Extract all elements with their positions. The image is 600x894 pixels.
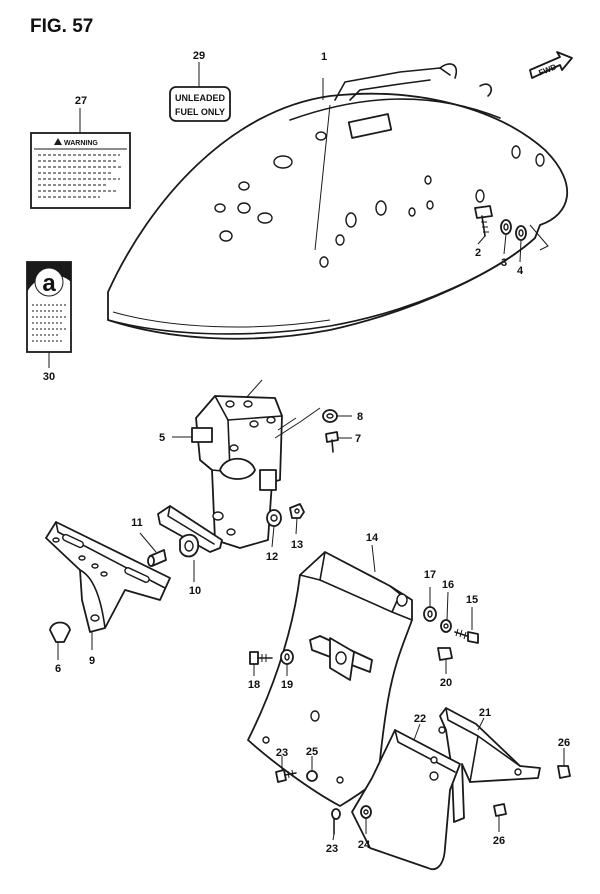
bracket-bolt-nut xyxy=(274,407,352,453)
unleaded-text: UNLEADED xyxy=(175,93,226,103)
callout-9: 9 xyxy=(89,655,95,667)
flap-bracket-left xyxy=(351,723,461,870)
flap-bracket-right xyxy=(438,707,541,823)
callout-16: 16 xyxy=(442,579,454,591)
callout-27: 27 xyxy=(75,95,87,107)
callout-17: 17 xyxy=(424,569,436,581)
callout-14: 14 xyxy=(366,532,379,544)
flap-bolts xyxy=(249,647,453,676)
callout-1: 1 xyxy=(321,51,327,63)
flap-hardware xyxy=(423,587,479,644)
callout-24: 24 xyxy=(358,839,371,851)
callout-30: 30 xyxy=(43,371,55,383)
fuel-only-text: FUEL ONLY xyxy=(175,107,225,117)
rubber-cushion xyxy=(49,621,71,660)
unleaded-fuel-label: UNLEADED FUEL ONLY xyxy=(169,62,231,122)
callout-12: 12 xyxy=(266,551,278,563)
info-label: a xyxy=(26,261,72,368)
plate-stay xyxy=(139,505,223,582)
callout-15: 15 xyxy=(466,594,478,606)
license-bracket xyxy=(45,521,171,650)
callout-8: 8 xyxy=(357,411,363,423)
callout-20: 20 xyxy=(440,677,452,689)
callout-21: 21 xyxy=(479,707,491,719)
warning-label: WARNING xyxy=(30,108,131,209)
figure-title: FIG. 57 xyxy=(30,16,93,37)
callout-18: 18 xyxy=(248,679,260,691)
callout-19: 19 xyxy=(281,679,293,691)
callout-29: 29 xyxy=(193,50,205,62)
callout-5: 5 xyxy=(159,432,165,444)
callout-22: 22 xyxy=(414,713,426,725)
callout-23a: 23 xyxy=(276,747,288,759)
fender-bracket xyxy=(172,379,283,549)
callout-6: 6 xyxy=(55,663,61,675)
flap-fasteners xyxy=(275,748,571,841)
callout-2: 2 xyxy=(475,247,481,259)
callout-13: 13 xyxy=(291,539,303,551)
info-letter-icon: a xyxy=(42,270,56,297)
fender-flap xyxy=(247,544,413,807)
callout-10: 10 xyxy=(189,585,201,597)
callout-3: 3 xyxy=(501,257,507,269)
warning-triangle-icon xyxy=(54,138,62,145)
callout-4: 4 xyxy=(517,265,524,277)
callout-11: 11 xyxy=(131,517,143,529)
callout-26b: 26 xyxy=(493,835,505,847)
forward-arrow: FWD xyxy=(529,51,573,79)
fender-bolt-set xyxy=(474,205,527,263)
callout-26a: 26 xyxy=(558,737,570,749)
callout-7: 7 xyxy=(355,433,361,445)
warning-title: WARNING xyxy=(64,140,98,147)
callout-25: 25 xyxy=(306,746,318,758)
rear-fender xyxy=(107,63,569,340)
callout-23b: 23 xyxy=(326,843,338,855)
washer-nut-set xyxy=(266,503,305,548)
